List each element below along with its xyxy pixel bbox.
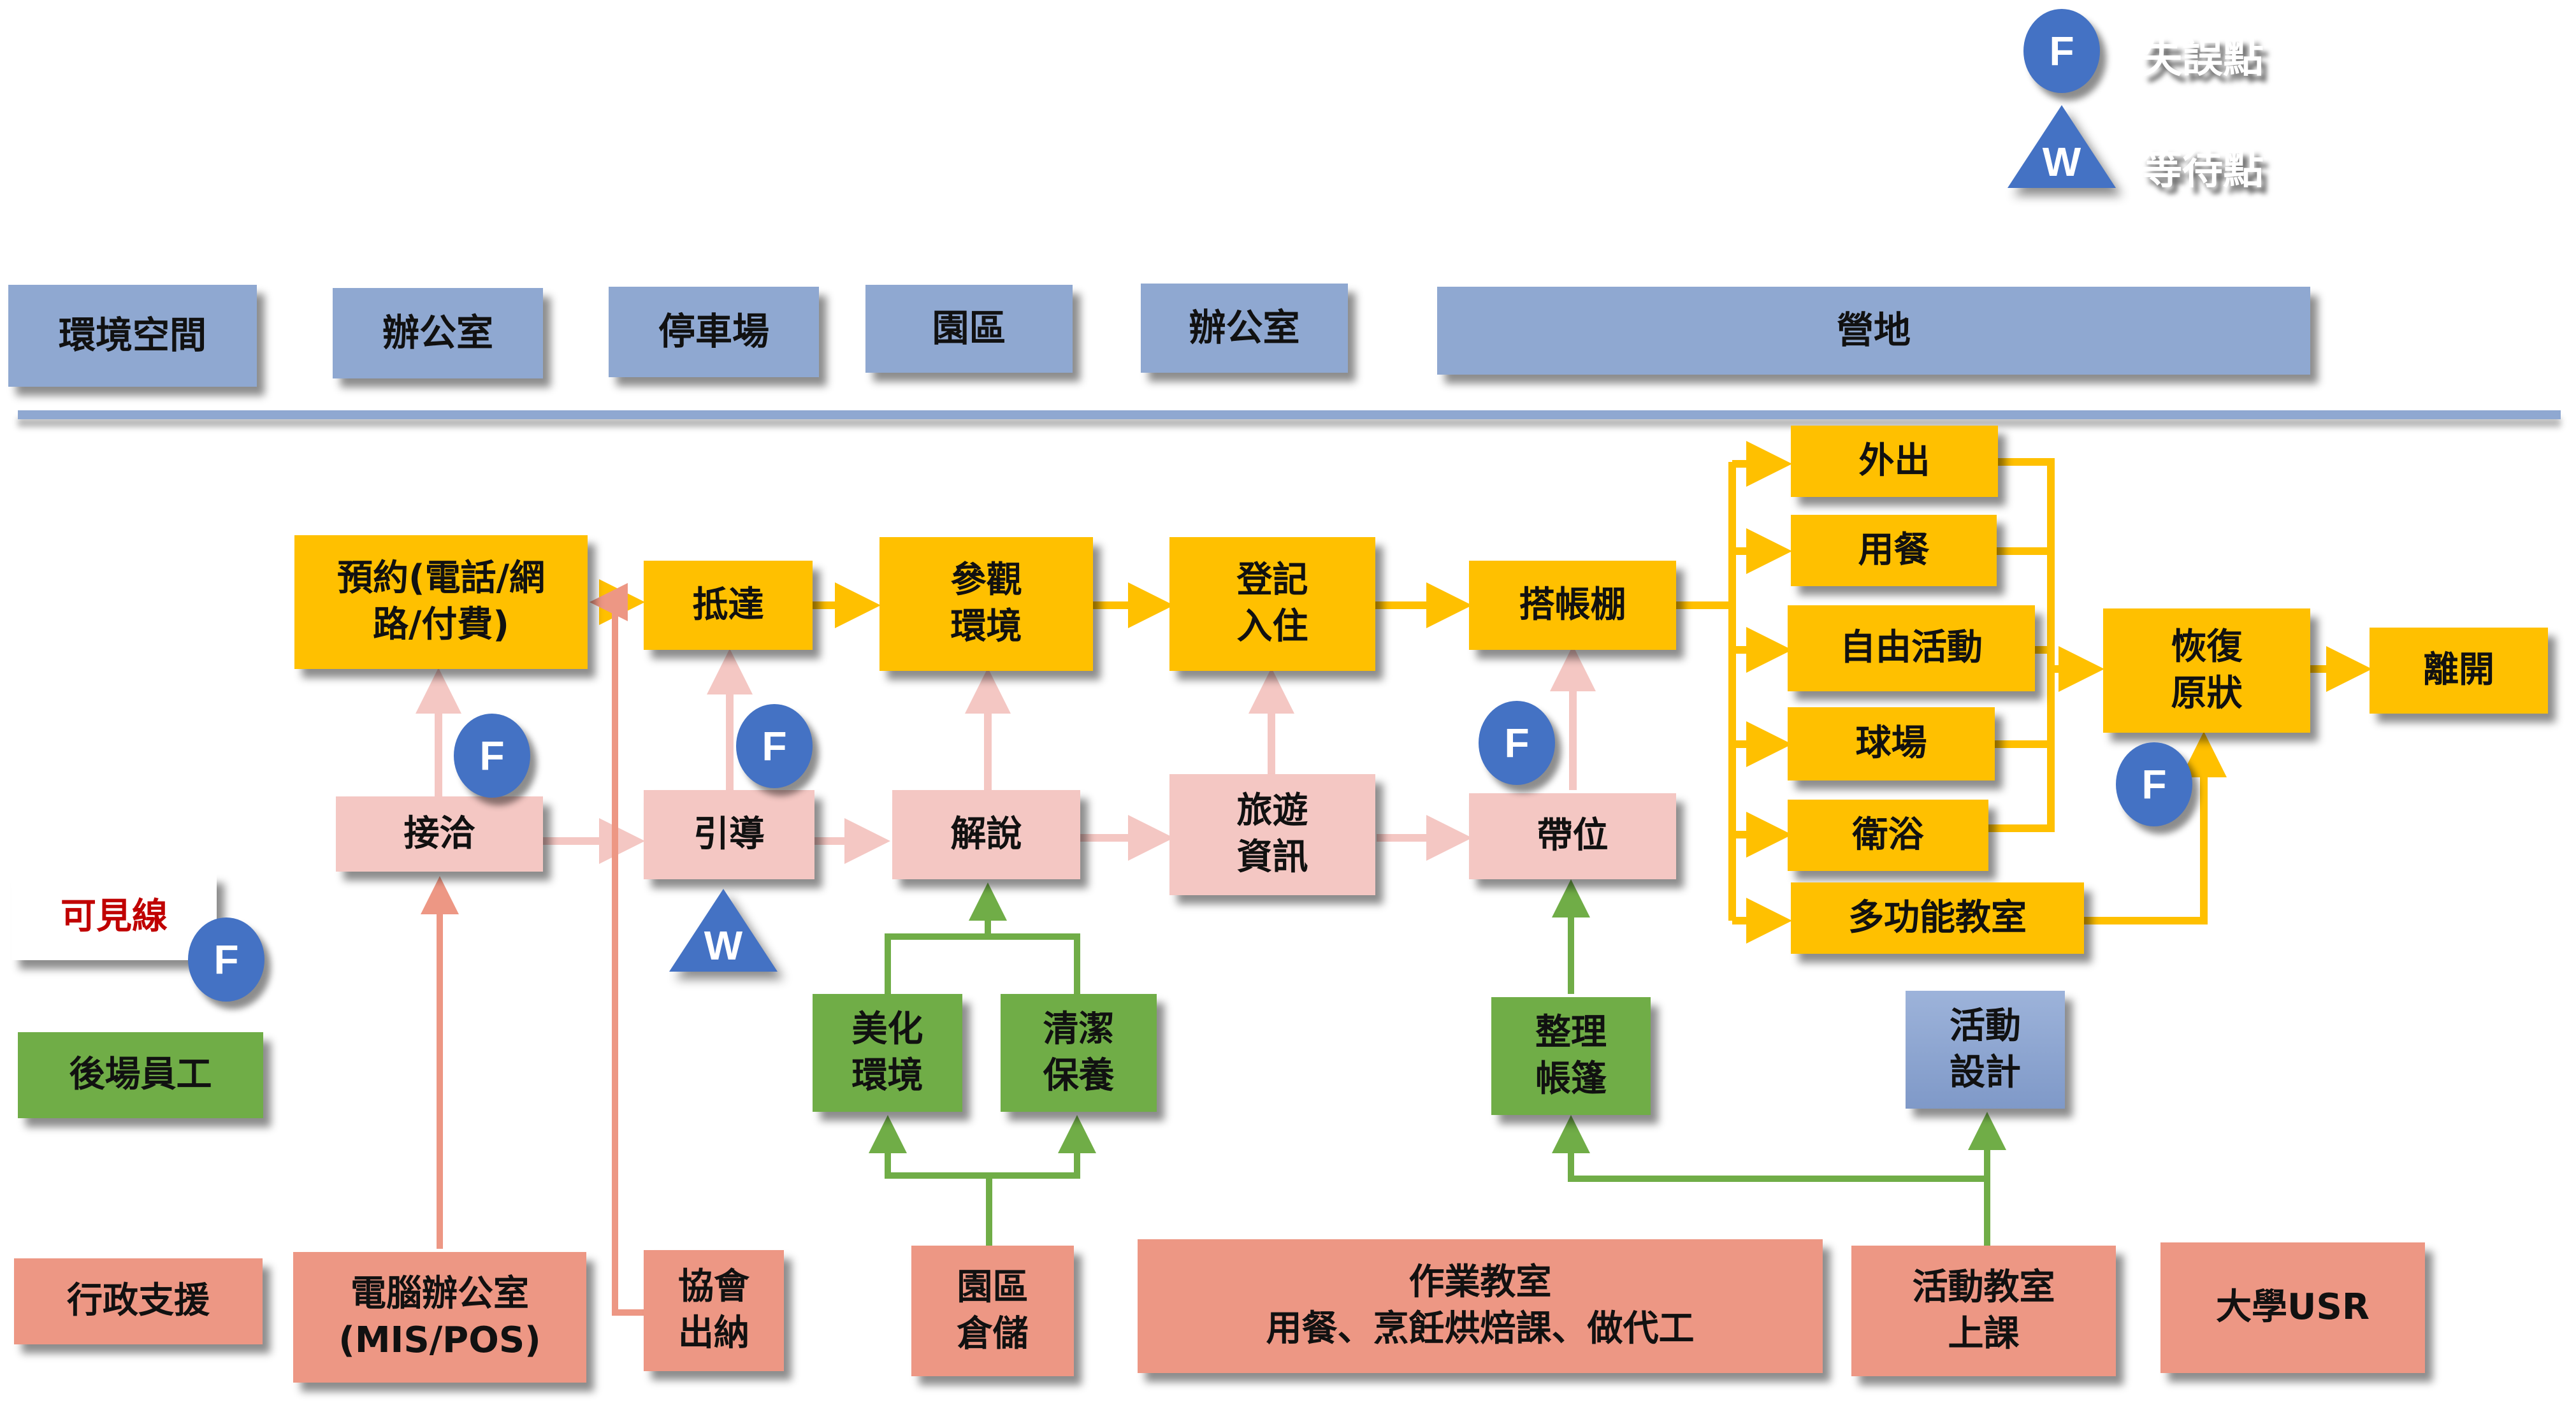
admin-support-label: 行政支援 xyxy=(14,1258,263,1344)
back-activity-design: 活動 設計 xyxy=(1906,991,2065,1109)
customer-checkin: 登記 入住 xyxy=(1169,537,1375,671)
wait-marker-symbol: W xyxy=(704,923,743,968)
line-storage-branch xyxy=(869,1115,992,1246)
customer-pitch-tent: 搭帳棚 xyxy=(1469,561,1676,650)
back-cleaning: 清潔 保養 xyxy=(1001,994,1157,1112)
customer-restore: 恢復 原狀 xyxy=(2103,608,2310,733)
lane-separator xyxy=(18,410,2561,419)
support-cashier: 協會 出納 xyxy=(644,1250,784,1371)
support-university-usr: 大學USR xyxy=(2160,1242,2425,1373)
wait-marker-guide: W xyxy=(669,889,778,972)
customer-go-out: 外出 xyxy=(1791,426,1998,497)
arrow-multi-restore xyxy=(2081,731,2227,924)
support-workshop: 作業教室 用餐、烹飪烘焙課、做代工 xyxy=(1138,1239,1823,1373)
legend-failure-icon: F xyxy=(2023,9,2100,93)
lane-park: 園區 xyxy=(865,285,1073,373)
line-of-visibility-label: 可見線 xyxy=(11,874,217,960)
front-explain: 解說 xyxy=(892,790,1080,879)
customer-booking: 預約(電話/網 路/付費) xyxy=(294,535,588,669)
customer-free-activity: 自由活動 xyxy=(1788,605,2035,691)
lane-campsite: 營地 xyxy=(1437,287,2310,375)
line-classroom-branch xyxy=(1552,1115,1990,1246)
lane-parking: 停車場 xyxy=(609,287,819,377)
back-beautify: 美化 環境 xyxy=(813,994,962,1112)
merge-lines xyxy=(1981,458,2055,832)
legend-failure-label: 失誤點 xyxy=(2141,35,2264,82)
backstage-staff-label: 後場員工 xyxy=(18,1032,263,1118)
front-seating: 帶位 xyxy=(1469,793,1676,879)
front-guide: 引導 xyxy=(644,790,814,879)
failure-marker-seating: F xyxy=(1479,701,1555,785)
customer-bath: 衛浴 xyxy=(1788,800,1988,871)
legend-wait-label: 等待點 xyxy=(2141,147,2264,194)
customer-meal: 用餐 xyxy=(1791,515,1997,586)
support-storage: 園區 倉儲 xyxy=(911,1246,1074,1376)
customer-arrive: 抵達 xyxy=(644,561,813,650)
customer-court: 球場 xyxy=(1788,707,1995,781)
legend-wait-icon: W xyxy=(2008,105,2116,188)
failure-marker-visibility: F xyxy=(188,917,264,1002)
support-mis-office: 電腦辦公室 (MIS/POS) xyxy=(293,1252,586,1383)
line-backstage-explain xyxy=(885,933,1080,994)
failure-marker-contact: F xyxy=(454,714,530,798)
line-storage-clean xyxy=(989,1115,1096,1179)
back-tent-prep: 整理 帳篷 xyxy=(1491,997,1651,1115)
lane-office-1: 辦公室 xyxy=(333,288,543,378)
front-contact: 接洽 xyxy=(336,796,543,872)
legend-wait-symbol: W xyxy=(2042,139,2081,185)
failure-marker-guide: F xyxy=(736,704,813,788)
customer-multi-classroom: 多功能教室 xyxy=(1791,882,2084,954)
support-activity-classroom: 活動教室 上課 xyxy=(1851,1246,2116,1376)
lane-header: 環境空間 xyxy=(8,285,257,387)
front-travel-info: 旅遊 資訊 xyxy=(1169,774,1375,895)
lane-office-2: 辦公室 xyxy=(1141,284,1348,373)
customer-leave: 離開 xyxy=(2370,628,2548,714)
arrow-cashier-booking xyxy=(590,583,663,1316)
customer-tour: 參觀 環境 xyxy=(879,537,1093,671)
failure-marker-restore: F xyxy=(2116,742,2192,826)
